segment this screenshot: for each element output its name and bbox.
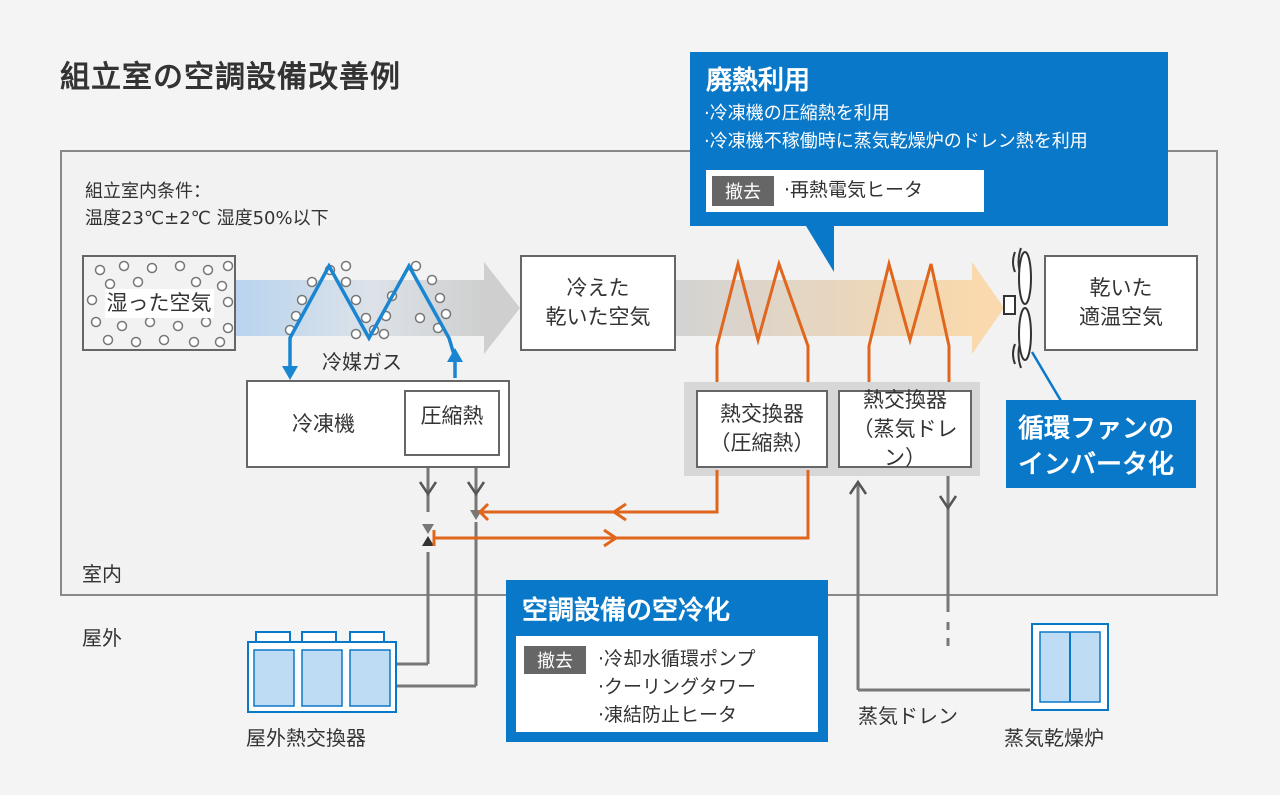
dry-air-line1: 乾いた: [1089, 276, 1153, 300]
waste-heat-removed-panel: 撤去 ·再熱電気ヒータ: [706, 170, 984, 212]
waste-heat-callout: 廃熱利用 ·冷凍機の圧縮熱を利用 ·冷凍機不稼働時に蒸気乾燥炉のドレン熱を利用 …: [690, 52, 1168, 226]
conditions-line2: 温度23℃±2℃ 湿度50%以下: [85, 208, 329, 229]
removed-item-pump: ·冷却水循環ポンプ: [598, 648, 756, 670]
room-conditions: 組立室内条件： 温度23℃±2℃ 湿度50%以下: [85, 178, 329, 232]
removed-tag: 撤去: [712, 176, 774, 206]
dry-air-line2: 適温空気: [1079, 305, 1163, 329]
humid-air-label: 湿った空気: [104, 288, 214, 318]
humid-air-box: 湿った空気: [82, 255, 236, 351]
diagram-title: 組立室の空調設備改善例: [60, 60, 401, 95]
refrigerant-arrow-down: [282, 366, 298, 380]
outdoor-heat-exchanger-icon: [247, 631, 397, 713]
steam-drain-label: 蒸気ドレン: [858, 704, 958, 728]
orange-pipes: [432, 470, 810, 548]
fan-callout-leader: [1030, 351, 1066, 407]
waste-heat-title: 廃熱利用: [706, 66, 811, 96]
conditions-line1: 組立室内条件：: [85, 181, 211, 202]
cooled-air-box: 冷えた 乾いた空気: [520, 255, 676, 351]
removed-tag-2: 撤去: [524, 646, 586, 674]
hx1-line2: （圧縮熱）: [709, 431, 815, 455]
fan-callout-line1: 循環ファンの: [1018, 414, 1175, 444]
fan-callout-line2: インバータ化: [1018, 450, 1175, 480]
removed-item-antifreeze-heater: ·凍結防止ヒータ: [598, 704, 738, 726]
compression-heat-box: 圧縮熱: [404, 390, 500, 456]
air-cooling-title: 空調設備の空冷化: [522, 596, 731, 626]
cooled-air-line1: 冷えた: [566, 276, 630, 300]
compression-heat-label: 圧縮熱: [420, 404, 484, 428]
steam-dryer-label: 蒸気乾燥炉: [1004, 726, 1104, 750]
waste-heat-item-2: ·冷凍機不稼働時に蒸気乾燥炉のドレン熱を利用: [704, 131, 1088, 152]
waste-heat-item-1: ·冷凍機の圧縮熱を利用: [704, 103, 890, 124]
moisture-dots: [86, 260, 452, 348]
removed-item-cooling-tower: ·クーリングタワー: [598, 676, 757, 698]
air-cooling-removed-panel: 撤去 ·冷却水循環ポンプ ·クーリングタワー ·凍結防止ヒータ: [516, 636, 818, 732]
refrigerant-arrow-up: [447, 348, 463, 362]
cooled-air-line2: 乾いた空気: [545, 305, 651, 329]
outdoor-label: 屋外: [82, 626, 122, 650]
heat-exchanger-compression: 熱交換器 （圧縮熱）: [696, 390, 828, 468]
hx2-line1: 熱交換器: [863, 387, 947, 412]
chiller-label: 冷凍機: [292, 411, 355, 436]
air-flow-arrow-1: [236, 262, 520, 354]
refrigerant-gas-label: 冷媒ガス: [322, 350, 402, 374]
hx1-line1: 熱交換器: [720, 402, 804, 426]
hx2-line2: （蒸気ドレン）: [852, 416, 958, 470]
indoor-label: 室内: [82, 562, 122, 586]
dry-air-box: 乾いた 適温空気: [1044, 255, 1198, 351]
air-cooling-callout: 空調設備の空冷化 撤去 ·冷却水循環ポンプ ·クーリングタワー ·凍結防止ヒータ: [506, 580, 828, 742]
heat-exchanger-steam-drain: 熱交換器 （蒸気ドレン）: [838, 388, 972, 470]
outdoor-hx-label: 屋外熱交換器: [246, 726, 366, 750]
removed-item-reheat-heater: ·再熱電気ヒータ: [784, 179, 924, 201]
waste-heat-callout-tail: [806, 226, 834, 272]
reheat-coils: [715, 258, 951, 382]
steam-dryer-icon: [1031, 623, 1109, 711]
circulation-fan-icon: [1003, 247, 1032, 369]
fan-inverter-callout: 循環ファンの インバータ化: [1006, 400, 1196, 488]
